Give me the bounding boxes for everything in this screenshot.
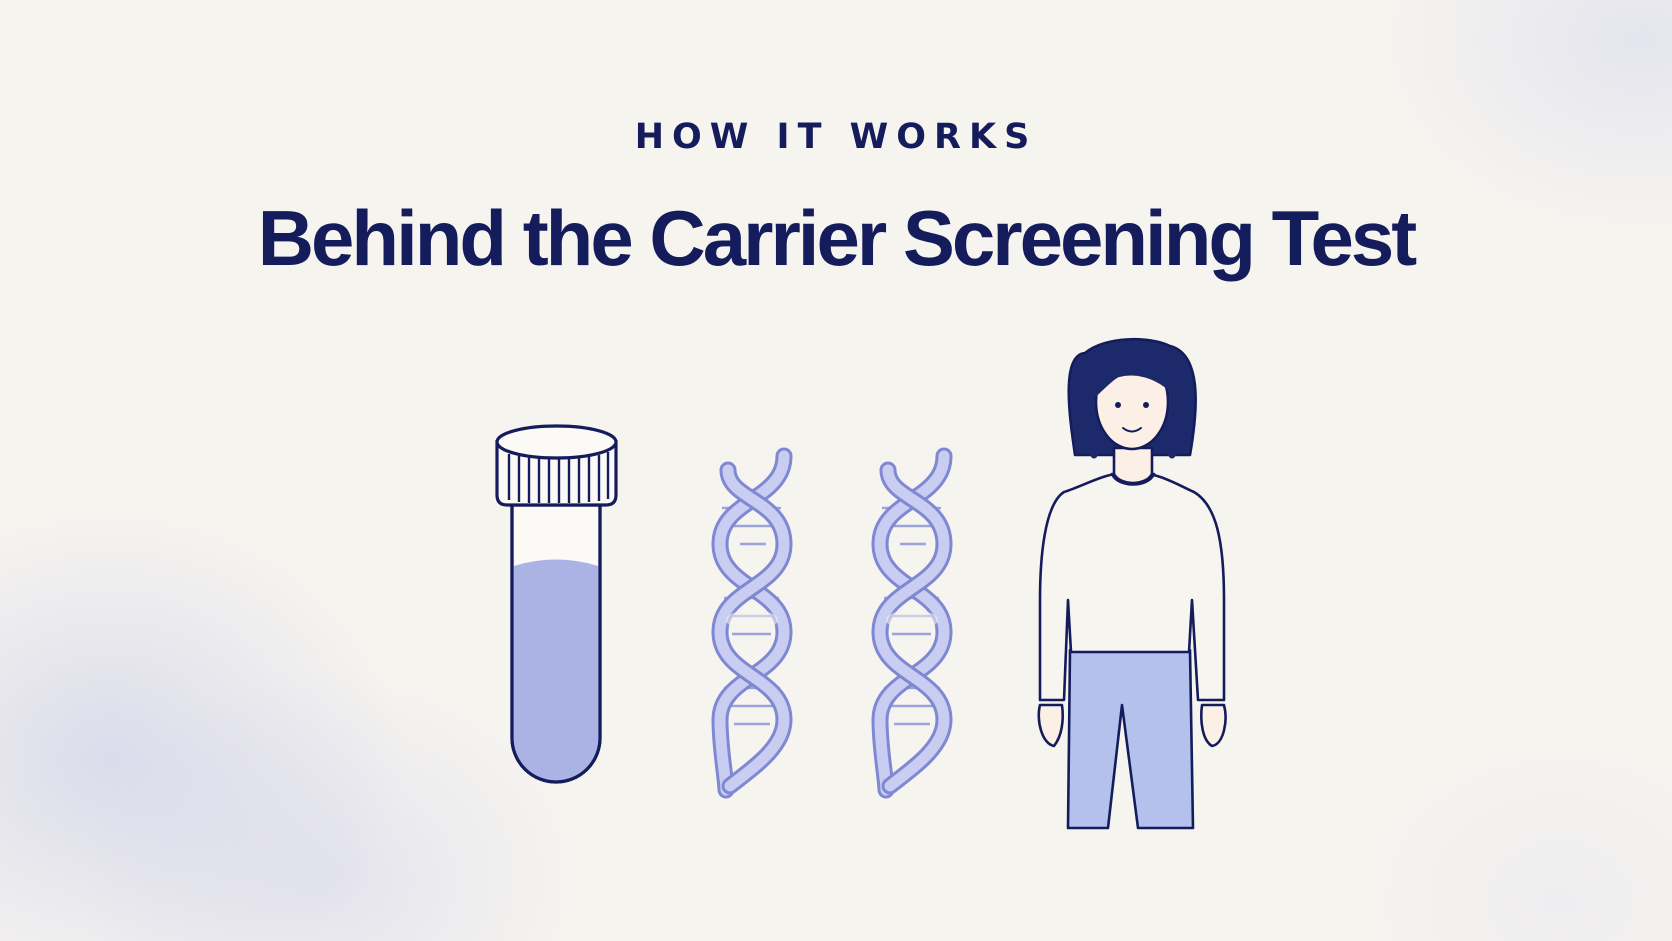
test-tube-icon <box>495 424 618 784</box>
woman-figure-icon <box>1037 337 1227 830</box>
dna-helix-icon <box>871 447 953 799</box>
page-title: Behind the Carrier Screening Test <box>257 194 1418 282</box>
section-eyebrow: HOW IT WORKS <box>634 117 1038 157</box>
dna-helix-icon <box>711 447 793 799</box>
